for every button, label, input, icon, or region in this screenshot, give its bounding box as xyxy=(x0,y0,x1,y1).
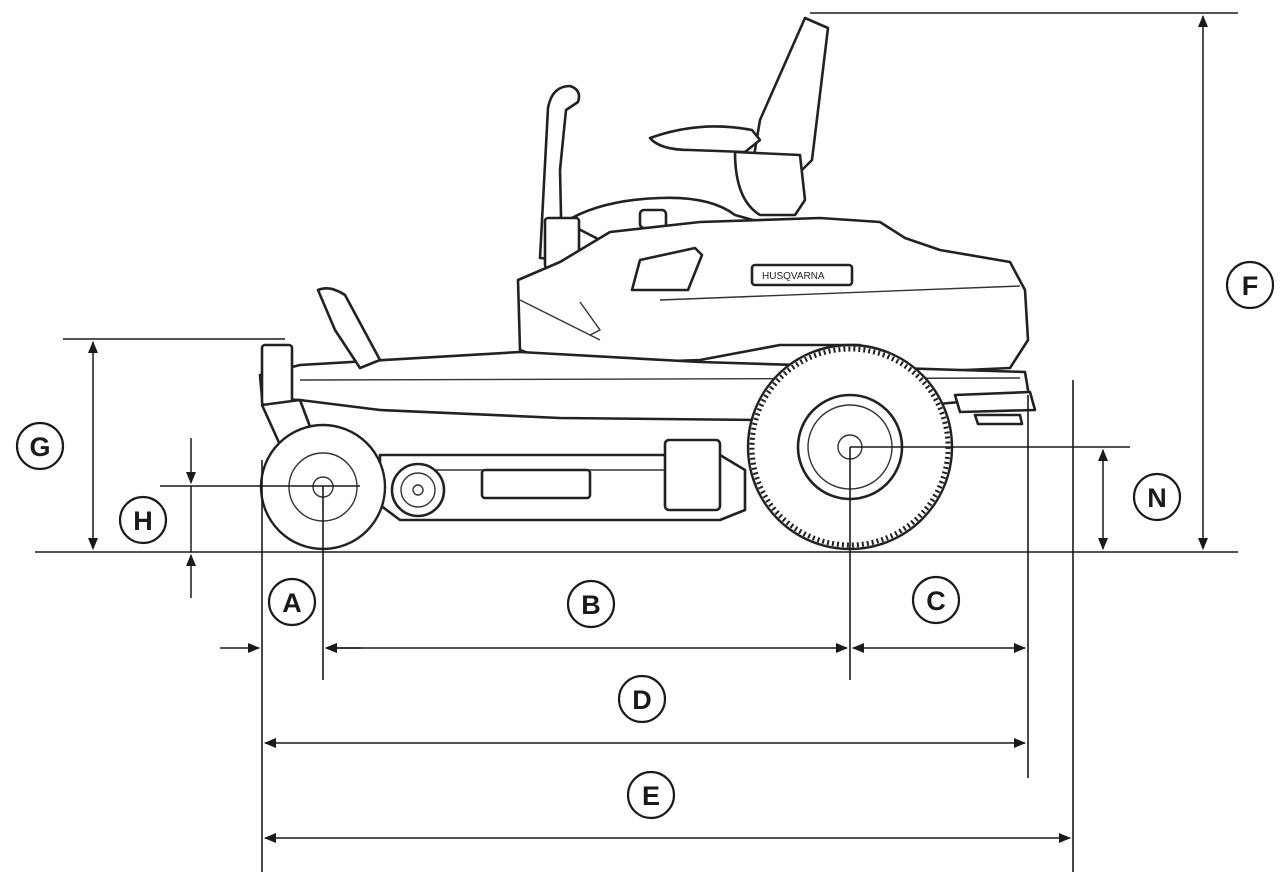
label-g-text: G xyxy=(29,432,50,462)
label-d: D xyxy=(617,674,667,724)
label-d-text: D xyxy=(632,685,652,715)
label-g: G xyxy=(15,421,65,471)
reference-lines xyxy=(35,12,1238,872)
label-c-text: C xyxy=(926,586,946,616)
label-h: H xyxy=(118,495,168,545)
label-n-text: N xyxy=(1147,483,1167,513)
label-b: B xyxy=(566,579,616,629)
label-f-text: F xyxy=(1242,271,1259,301)
mower-illustration: HUSQVARNA xyxy=(258,16,1037,551)
label-a-text: A xyxy=(282,588,302,618)
label-e-text: E xyxy=(642,781,660,811)
label-b-text: B xyxy=(581,590,601,620)
label-e: E xyxy=(626,770,676,820)
label-c: C xyxy=(911,575,961,625)
label-h-text: H xyxy=(133,506,153,536)
dimension-arrows xyxy=(88,14,1208,843)
label-f: F xyxy=(1225,260,1275,310)
label-n: N xyxy=(1132,472,1182,522)
brand-logo-text: HUSQVARNA xyxy=(762,271,825,282)
label-a: A xyxy=(267,577,317,627)
